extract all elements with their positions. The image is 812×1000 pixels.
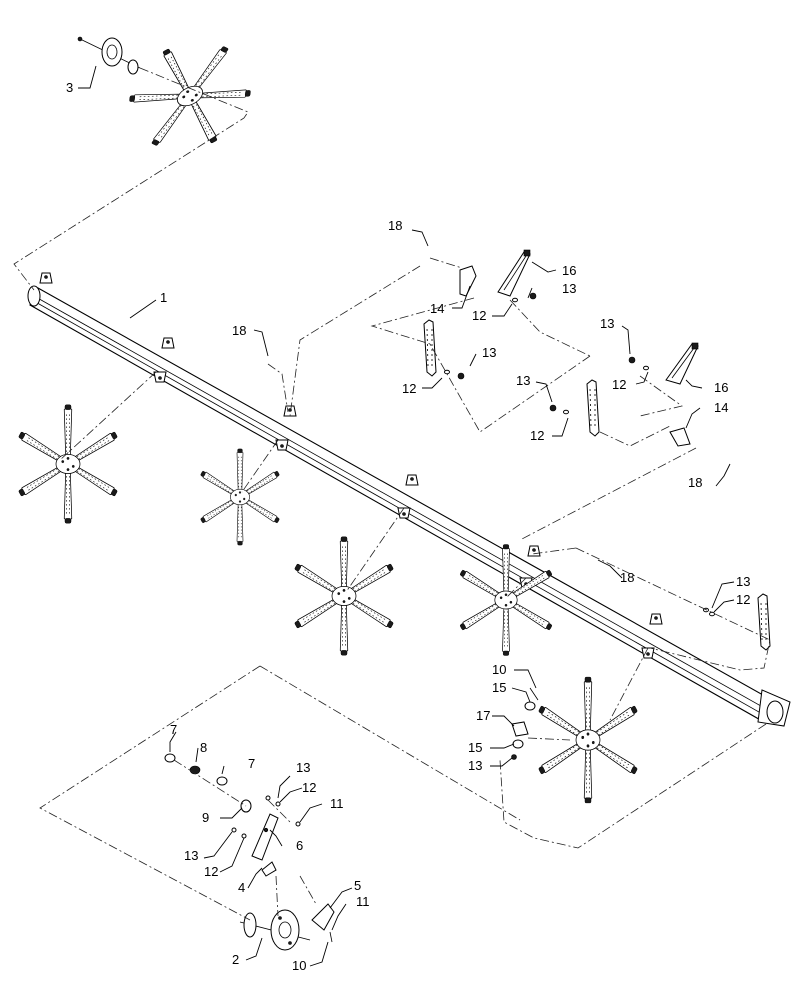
callout-13: 13 [482, 345, 496, 360]
top-shaft-assembly [77, 36, 141, 75]
callout-18: 18 [388, 218, 402, 233]
reel-spider-4 [459, 545, 552, 656]
callout-18: 18 [620, 570, 634, 585]
reel-spider-3 [294, 537, 394, 655]
callout-6: 6 [296, 838, 303, 853]
callout-12: 12 [402, 381, 416, 396]
vbracket-far-right [757, 593, 771, 651]
callout-5: 5 [354, 878, 361, 893]
leader-lines [78, 65, 735, 967]
callout-15: 16 [714, 380, 728, 395]
callout-14: 14 [430, 301, 444, 316]
vbracket-mid-left [423, 319, 437, 377]
reel-spider-top [116, 24, 265, 169]
callouts: 3 1 18 16 14 13 12 18 13 12 13 12 13 12 … [66, 80, 750, 973]
callout-13: 13 [516, 373, 530, 388]
lower-right-hardware [511, 687, 539, 760]
callout-7: 7 [170, 722, 177, 737]
callout-4: 4 [238, 880, 245, 895]
callout-10: 10 [492, 662, 506, 677]
callout-14: 14 [714, 400, 728, 415]
callout-3: 3 [66, 80, 73, 95]
reel-spider-2 [200, 449, 280, 545]
callout-12: 12 [472, 308, 486, 323]
bracket-14-right [669, 427, 691, 447]
callout-13: 13 [736, 574, 750, 589]
reel-tube [27, 272, 791, 727]
callout-13: 13 [184, 848, 198, 863]
reel-spider-1 [18, 405, 118, 523]
callout-12: 12 [530, 428, 544, 443]
callout-2: 2 [232, 952, 239, 967]
callout-13: 13 [468, 758, 482, 773]
callout-8: 8 [200, 740, 207, 755]
callout-7: 7 [248, 756, 255, 771]
callout-15: 16 [562, 263, 576, 278]
assembly-chain-lines [13, 67, 771, 921]
callout-18: 18 [232, 323, 246, 338]
callout-1: 1 [160, 290, 167, 305]
callout-12: 12 [736, 592, 750, 607]
callout-11: 11 [356, 894, 370, 909]
vbracket-mid-right [586, 379, 600, 437]
callout-18: 18 [688, 475, 702, 490]
callout-13: 13 [562, 281, 576, 296]
bracket-14-upper [459, 265, 477, 297]
callout-9: 9 [202, 810, 209, 825]
callout-12: 12 [204, 864, 218, 879]
callout-17: 17 [476, 708, 490, 723]
callout-16: 15 [468, 740, 482, 755]
bracket-15-upper [497, 249, 531, 297]
bracket-15-right [665, 342, 699, 385]
callout-11: 11 [330, 796, 344, 811]
callout-13: 13 [296, 760, 310, 775]
callout-12: 12 [302, 780, 316, 795]
callout-10: 10 [292, 958, 306, 973]
callout-12: 12 [612, 377, 626, 392]
callout-13: 13 [600, 316, 614, 331]
callout-16: 15 [492, 680, 506, 695]
